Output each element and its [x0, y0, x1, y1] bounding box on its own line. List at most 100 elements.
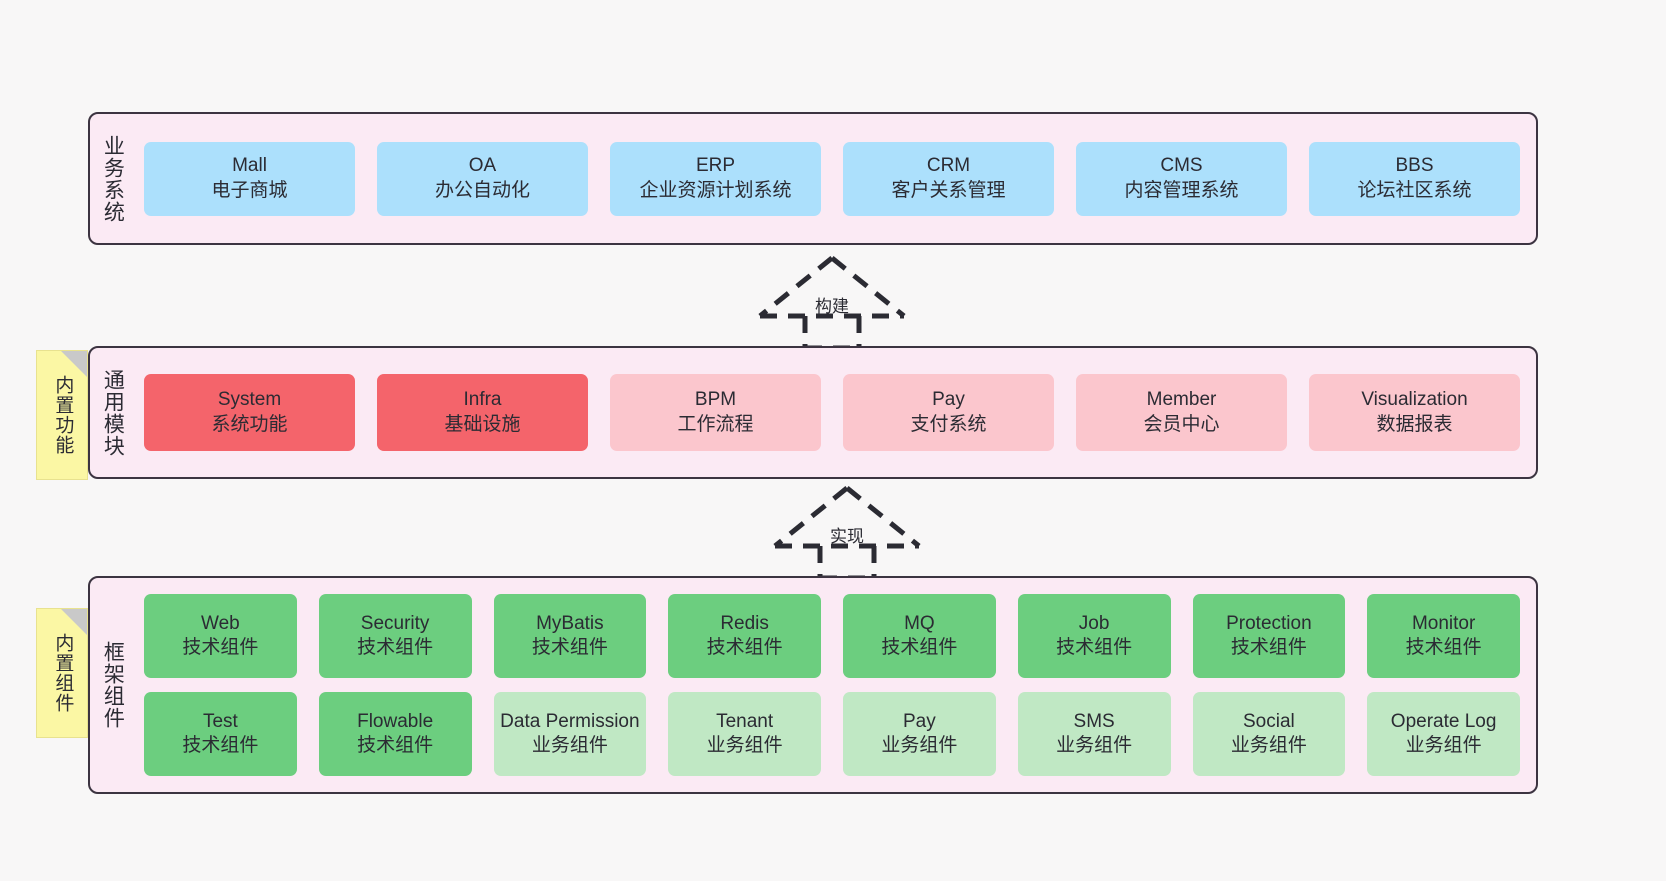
node-operate-log[interactable]: Operate Log 业务组件	[1367, 692, 1520, 776]
node-subtitle: 技术组件	[1405, 637, 1482, 658]
node-title: System	[217, 389, 282, 411]
node-flowable[interactable]: Flowable 技术组件	[318, 692, 472, 776]
node-title: Pay	[903, 710, 936, 732]
node-subtitle: 数据报表	[1376, 413, 1453, 435]
sticky-note-label: 内置组件	[52, 633, 74, 713]
node-title: Tenant	[716, 710, 774, 732]
node-mybatis[interactable]: MyBatis 技术组件	[493, 594, 647, 678]
node-title: MQ	[904, 612, 935, 634]
node-subtitle: 支付系统	[910, 413, 987, 435]
node-subtitle: 办公自动化	[434, 179, 530, 201]
node-subtitle: 企业资源计划系统	[639, 179, 792, 201]
node-subtitle: 工作流程	[677, 413, 754, 435]
node-title: Test	[202, 710, 238, 732]
node-bbs[interactable]: BBS 论坛社区系统	[1309, 141, 1520, 216]
node-erp[interactable]: ERP 企业资源计划系统	[610, 141, 821, 216]
node-data-permission[interactable]: Data Permission 业务组件	[493, 692, 647, 776]
node-subtitle: 技术组件	[1056, 637, 1133, 658]
node-crm[interactable]: CRM 客户关系管理	[843, 141, 1054, 216]
connector-implement: 实现	[772, 484, 922, 580]
node-subtitle: 业务组件	[706, 735, 783, 756]
node-subtitle: 业务组件	[531, 735, 608, 756]
node-subtitle: 电子商城	[211, 179, 288, 201]
connector-implement-arrow	[773, 486, 921, 580]
node-subtitle: 业务组件	[881, 735, 958, 756]
node-title: OA	[468, 155, 497, 177]
node-subtitle: 会员中心	[1143, 413, 1220, 435]
node-tenant[interactable]: Tenant 业务组件	[668, 692, 821, 776]
node-subtitle: 技术组件	[706, 637, 783, 658]
node-pay-component[interactable]: Pay 业务组件	[843, 692, 996, 776]
section-common-module: 通用模块 System 系统功能 Infra 基础设施 BPM 工作流程 Pay…	[88, 346, 1538, 479]
node-bpm[interactable]: BPM 工作流程	[610, 374, 821, 451]
sticky-note-builtin-component: 内置组件	[36, 608, 88, 738]
node-subtitle: 论坛社区系统	[1357, 179, 1472, 201]
node-title: Job	[1078, 612, 1110, 634]
node-oa[interactable]: OA 办公自动化	[377, 141, 588, 216]
node-title: Visualization	[1361, 389, 1468, 411]
common-row: System 系统功能 Infra 基础设施 BPM 工作流程 Pay 支付系统…	[144, 374, 1520, 451]
connector-build-arrow	[758, 256, 906, 350]
node-title: Pay	[932, 389, 965, 411]
section-business-system-body: Mall 电子商城 OA 办公自动化 ERP 企业资源计划系统 CRM 客户关系…	[134, 114, 1536, 243]
framework-row-business: Test 技术组件 Flowable 技术组件 Data Permission …	[144, 692, 1520, 776]
node-sms[interactable]: SMS 业务组件	[1017, 692, 1171, 776]
node-subtitle: 技术组件	[1230, 637, 1307, 658]
node-pay-common[interactable]: Pay 支付系统	[843, 374, 1054, 451]
node-social[interactable]: Social 业务组件	[1192, 692, 1346, 776]
node-test[interactable]: Test 技术组件	[144, 692, 297, 776]
node-title: MyBatis	[536, 612, 604, 634]
node-title: Flowable	[357, 710, 434, 732]
sticky-note-builtin-function: 内置功能	[36, 350, 88, 480]
section-business-system: 业务系统 Mall 电子商城 OA 办公自动化 ERP 企业资源计划系统 CRM…	[88, 112, 1538, 245]
node-system[interactable]: System 系统功能	[144, 374, 355, 451]
node-mall[interactable]: Mall 电子商城	[144, 141, 355, 216]
node-title: Protection	[1226, 612, 1312, 634]
node-infra[interactable]: Infra 基础设施	[377, 374, 588, 451]
node-subtitle: 技术组件	[531, 637, 608, 658]
node-subtitle: 技术组件	[182, 735, 259, 756]
node-subtitle: 系统功能	[211, 413, 288, 435]
node-subtitle: 客户关系管理	[891, 179, 1006, 201]
section-business-system-title: 业务系统	[101, 134, 125, 223]
node-title: Mall	[232, 155, 267, 177]
node-title: Data Permission	[500, 710, 640, 732]
section-common-module-body: System 系统功能 Infra 基础设施 BPM 工作流程 Pay 支付系统…	[134, 348, 1536, 477]
node-subtitle: 技术组件	[881, 637, 958, 658]
node-visualization[interactable]: Visualization 数据报表	[1309, 374, 1520, 451]
node-redis[interactable]: Redis 技术组件	[668, 594, 821, 678]
connector-build: 构建	[757, 254, 907, 350]
node-title: Monitor	[1411, 612, 1476, 634]
node-web[interactable]: Web 技术组件	[144, 594, 297, 678]
node-subtitle: 技术组件	[182, 637, 259, 658]
sticky-note-label: 内置功能	[52, 375, 74, 455]
node-title: Infra	[463, 389, 502, 411]
node-cms[interactable]: CMS 内容管理系统	[1076, 141, 1287, 216]
node-title: Social	[1243, 710, 1295, 732]
framework-row-tech: Web 技术组件 Security 技术组件 MyBatis 技术组件 Redi…	[144, 594, 1520, 678]
node-security[interactable]: Security 技术组件	[318, 594, 472, 678]
node-subtitle: 业务组件	[1056, 735, 1133, 756]
section-framework-component-body: Web 技术组件 Security 技术组件 MyBatis 技术组件 Redi…	[134, 578, 1536, 792]
node-job[interactable]: Job 技术组件	[1017, 594, 1171, 678]
node-title: CRM	[926, 155, 971, 177]
node-title: Security	[360, 612, 430, 634]
folded-corner-icon	[61, 609, 87, 635]
node-subtitle: 基础设施	[444, 413, 521, 435]
node-monitor[interactable]: Monitor 技术组件	[1367, 594, 1520, 678]
node-title: Redis	[720, 612, 769, 634]
node-title: BBS	[1395, 155, 1434, 177]
node-protection[interactable]: Protection 技术组件	[1192, 594, 1346, 678]
node-title: ERP	[695, 155, 736, 177]
node-subtitle: 内容管理系统	[1124, 179, 1239, 201]
node-title: SMS	[1073, 710, 1115, 732]
node-mq[interactable]: MQ 技术组件	[843, 594, 996, 678]
node-title: Member	[1146, 389, 1217, 411]
section-framework-component: 框架组件 Web 技术组件 Security 技术组件 MyBatis 技术组件…	[88, 576, 1538, 794]
node-title: Web	[201, 612, 240, 634]
node-member[interactable]: Member 会员中心	[1076, 374, 1287, 451]
node-subtitle: 技术组件	[357, 735, 434, 756]
business-row: Mall 电子商城 OA 办公自动化 ERP 企业资源计划系统 CRM 客户关系…	[144, 141, 1520, 216]
node-subtitle: 业务组件	[1230, 735, 1307, 756]
